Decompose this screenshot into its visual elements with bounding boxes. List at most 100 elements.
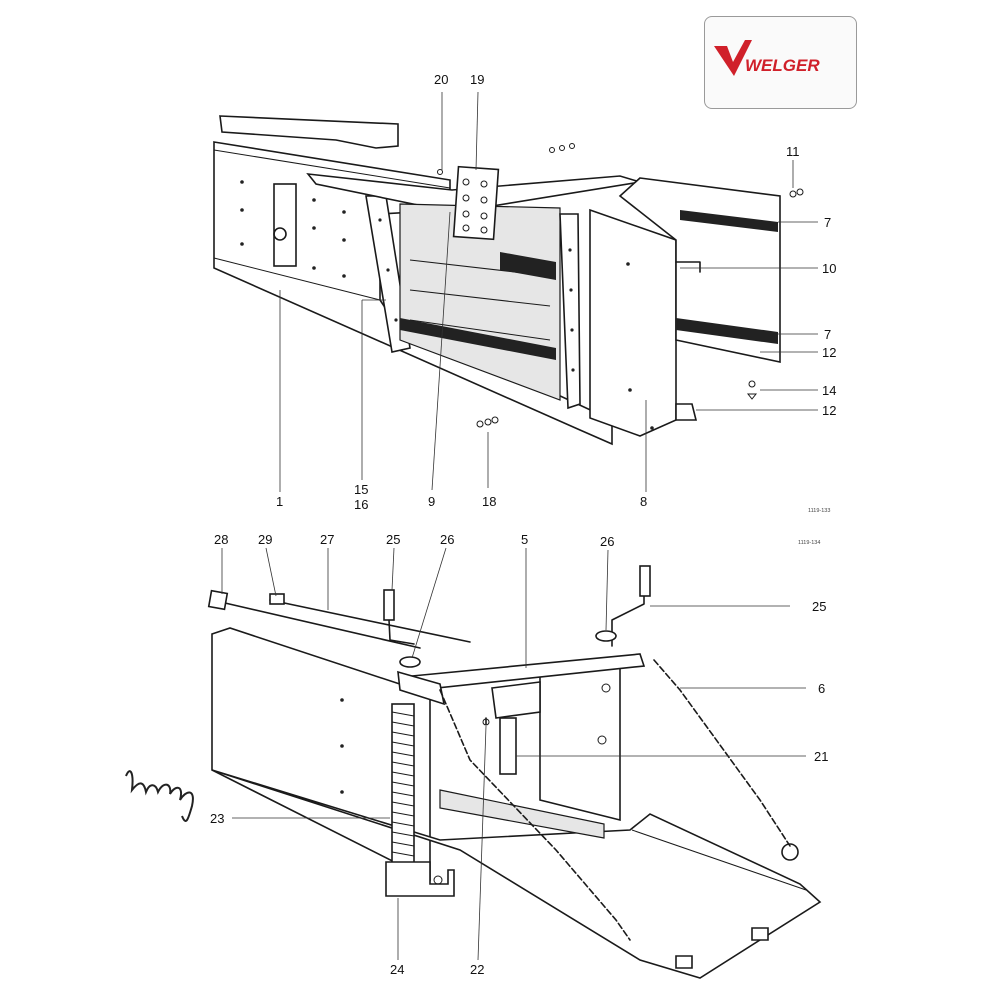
callout-24: 24 bbox=[390, 962, 404, 977]
rear-knife-strip-lower bbox=[676, 318, 778, 344]
bearing-bolt bbox=[273, 227, 287, 241]
callout-22: 22 bbox=[470, 962, 484, 977]
callout-21: 21 bbox=[814, 749, 828, 764]
callout-18: 18 bbox=[482, 494, 496, 509]
strut-hole bbox=[570, 328, 574, 332]
knife-blade-lower bbox=[400, 318, 556, 360]
callout-9: 9 bbox=[428, 494, 435, 509]
callout-25-right: 25 bbox=[812, 599, 826, 614]
callout-11: 11 bbox=[786, 144, 800, 159]
lever-plate bbox=[397, 670, 446, 706]
callout-7-upper: 7 bbox=[824, 215, 831, 230]
foot bbox=[675, 955, 693, 969]
upper-assembly-drawing bbox=[213, 115, 804, 446]
upper-callouts: 20 19 11 7 10 7 12 14 12 1 15 16 9 18 8 bbox=[276, 72, 836, 512]
perforation-holes bbox=[462, 178, 488, 234]
callout-16: 16 bbox=[354, 497, 368, 512]
lower-assembly-drawing bbox=[125, 565, 822, 979]
chain-right bbox=[653, 659, 791, 847]
bolt-hole bbox=[342, 210, 346, 214]
bolt-hole bbox=[340, 698, 344, 702]
callout-8: 8 bbox=[640, 494, 647, 509]
spring-bracket bbox=[385, 861, 455, 897]
top-flat-bar bbox=[219, 115, 399, 149]
logo-v-mark bbox=[714, 40, 752, 76]
bolt-hole bbox=[340, 744, 344, 748]
lower-callouts: 28 29 27 25 26 5 26 25 6 21 23 24 22 bbox=[210, 532, 828, 977]
perforated-plate bbox=[452, 165, 500, 241]
chain-left bbox=[439, 689, 631, 941]
callout-7-lower: 7 bbox=[824, 327, 831, 342]
chain-hook bbox=[781, 843, 799, 861]
callout-25-left: 25 bbox=[386, 532, 400, 547]
bolt-hole bbox=[342, 274, 346, 278]
bolt-hole bbox=[312, 198, 316, 202]
washer-left bbox=[399, 656, 421, 668]
callout-28: 28 bbox=[214, 532, 228, 547]
strut-hole bbox=[569, 288, 573, 292]
bracket-21 bbox=[499, 717, 517, 775]
bolt-22 bbox=[482, 718, 490, 726]
panel-upper-edge bbox=[213, 149, 451, 189]
callout-20: 20 bbox=[434, 72, 448, 87]
callout-1: 1 bbox=[276, 494, 283, 509]
bolt-hole bbox=[626, 262, 630, 266]
upper-leader-lines bbox=[279, 91, 818, 492]
square-housing bbox=[491, 681, 541, 719]
callout-19: 19 bbox=[470, 72, 484, 87]
callout-5: 5 bbox=[521, 532, 528, 547]
bracket-hole bbox=[433, 875, 443, 885]
crank-grip bbox=[383, 589, 395, 621]
plate-line bbox=[409, 289, 551, 307]
callout-12-upper: 12 bbox=[822, 345, 836, 360]
callout-26-left: 26 bbox=[440, 532, 454, 547]
foot bbox=[751, 927, 769, 941]
clip-29 bbox=[269, 593, 285, 605]
reference-code-lower: 1119-134 bbox=[798, 540, 820, 546]
handwritten-signature bbox=[125, 770, 194, 822]
bolt-hole bbox=[312, 226, 316, 230]
bolt-hole bbox=[240, 242, 244, 246]
fastener-11 bbox=[789, 188, 804, 198]
bolt-hole bbox=[312, 266, 316, 270]
fastener-20 bbox=[437, 169, 443, 175]
washer-right bbox=[595, 630, 617, 642]
tie-rod bbox=[211, 599, 421, 649]
fastener-group-top bbox=[549, 143, 575, 153]
spring-23 bbox=[391, 703, 415, 865]
logo-wordmark: WELGER bbox=[745, 56, 820, 75]
callout-29: 29 bbox=[258, 532, 272, 547]
rear-knife-strip-upper bbox=[680, 210, 778, 232]
lower-leader-lines bbox=[221, 547, 806, 961]
plate-hole bbox=[597, 735, 607, 745]
callout-26-right: 26 bbox=[600, 534, 614, 549]
plate-line bbox=[409, 319, 551, 341]
chute-edge bbox=[631, 829, 807, 891]
plate-hole bbox=[601, 683, 611, 693]
callout-15: 15 bbox=[354, 482, 368, 497]
callout-23: 23 bbox=[210, 811, 224, 826]
chute-floor bbox=[211, 769, 822, 979]
bolt-hole bbox=[342, 238, 346, 242]
lower-bracket bbox=[675, 403, 698, 421]
strut-hole bbox=[568, 248, 572, 252]
guide-bracket bbox=[675, 261, 701, 273]
lower-side-wall bbox=[211, 627, 431, 882]
bolt-hole bbox=[240, 180, 244, 184]
crank-grip bbox=[639, 565, 651, 597]
chute-rib bbox=[439, 789, 605, 839]
callout-6: 6 bbox=[818, 681, 825, 696]
bolt-hole bbox=[240, 208, 244, 212]
tie-rod-2 bbox=[269, 599, 471, 643]
brand-logo: WELGER bbox=[714, 40, 820, 76]
right-side-plate bbox=[589, 208, 677, 437]
right-strut bbox=[559, 213, 581, 410]
strut-hole bbox=[378, 218, 382, 222]
bolt-hole bbox=[340, 790, 344, 794]
strut-hole bbox=[571, 368, 575, 372]
callout-14: 14 bbox=[822, 383, 836, 398]
anchor-plate bbox=[207, 589, 229, 611]
bolt-hole bbox=[650, 426, 654, 430]
fastener-18 bbox=[476, 416, 499, 428]
